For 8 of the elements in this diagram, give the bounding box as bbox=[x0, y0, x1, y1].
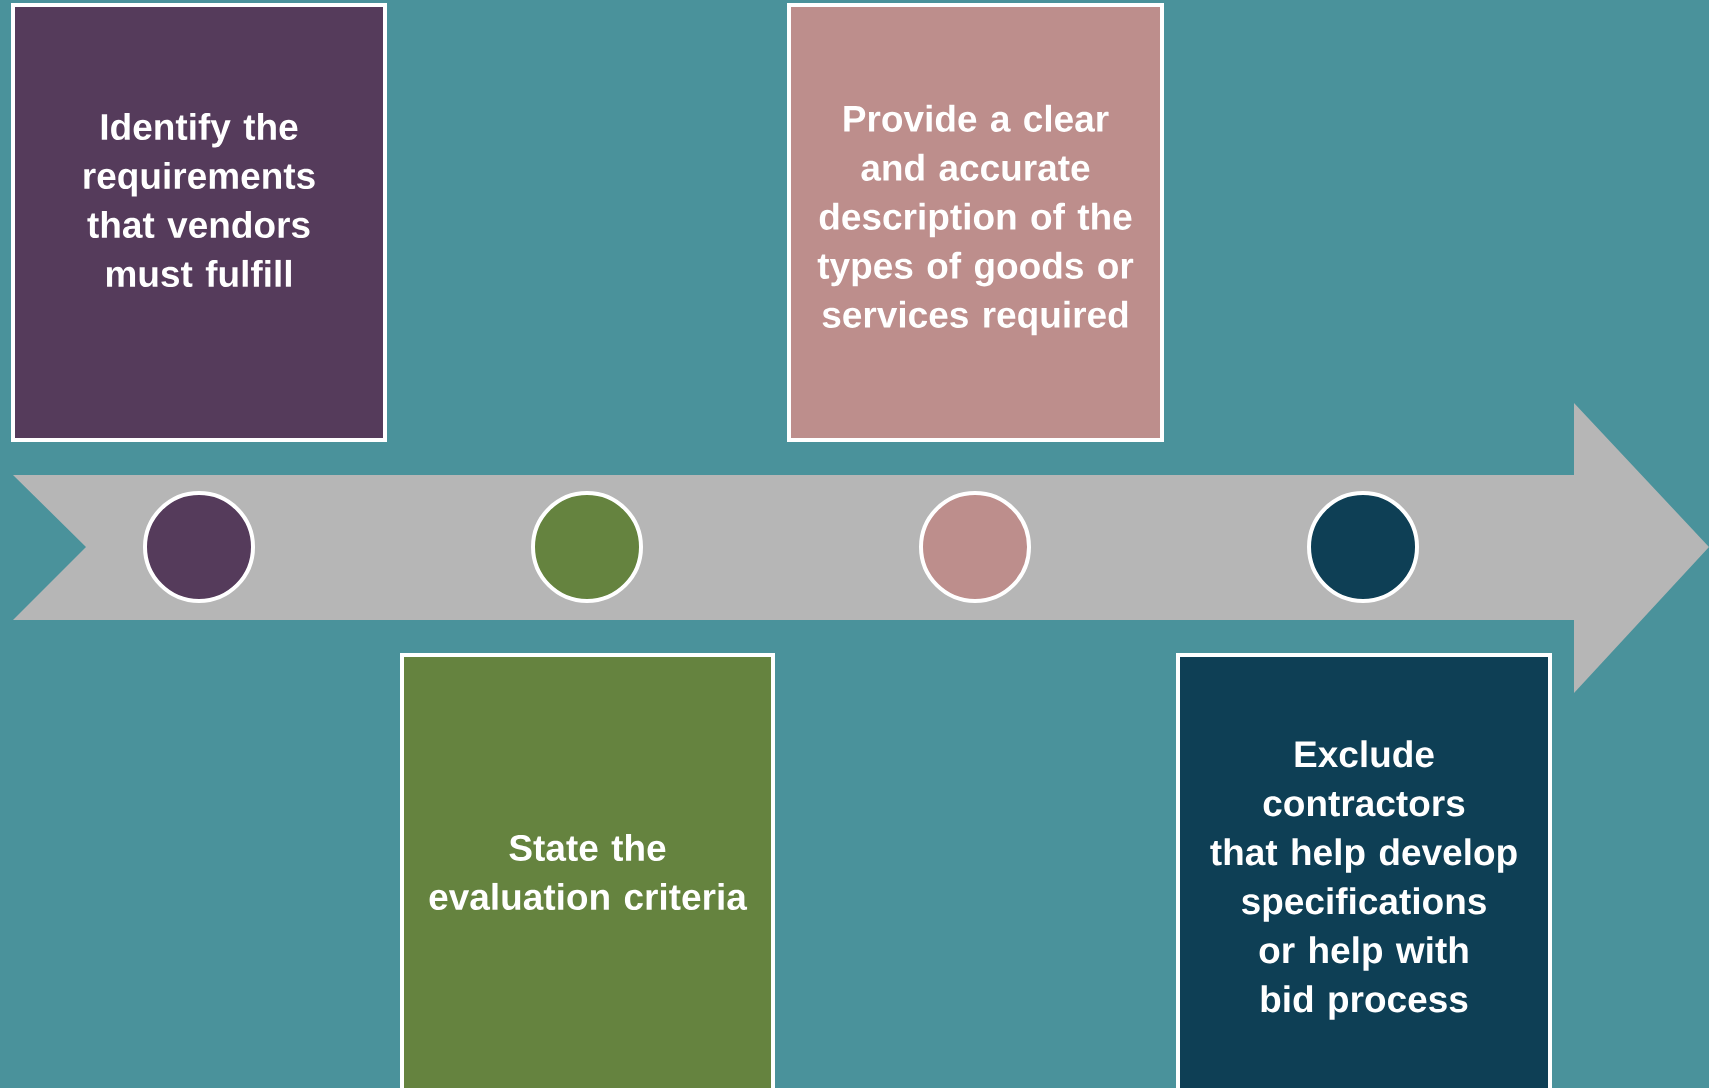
text-box: Exclude contractors that help develop specifications or help with bid process bbox=[1176, 653, 1552, 1088]
text-box: Provide a clear and accurate description of the types of goods or services required bbox=[787, 3, 1164, 442]
timeline-dot bbox=[531, 491, 643, 603]
timeline-dot bbox=[1307, 491, 1419, 603]
timeline-dot bbox=[143, 491, 255, 603]
text-box: State the evaluation criteria bbox=[400, 653, 775, 1088]
text-box: Identify the requirements that vendors must fulfill bbox=[11, 3, 387, 442]
timeline-dot bbox=[919, 491, 1031, 603]
